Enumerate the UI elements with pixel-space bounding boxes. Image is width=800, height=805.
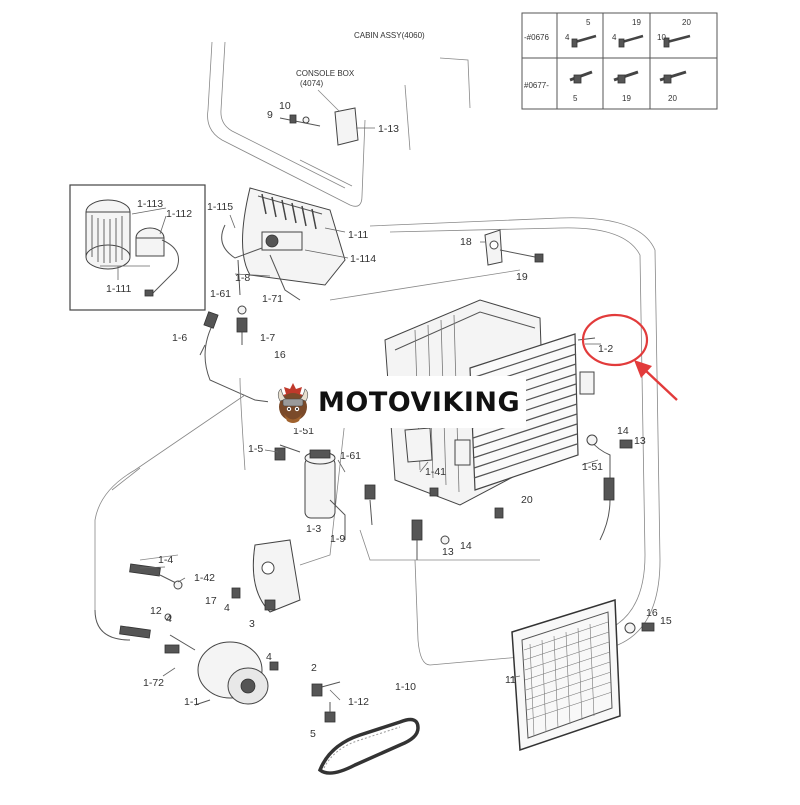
cabin-assy-label: CABIN ASSY(4060) — [354, 31, 425, 40]
console-bracket — [279, 107, 359, 146]
callout-label: 1-61 — [210, 288, 231, 300]
table-cell-label: 10 — [657, 33, 666, 42]
callout-label: 1-12 — [348, 696, 369, 708]
callout-label: 20 — [521, 494, 533, 506]
callout-label: 4 — [166, 613, 172, 625]
receiver-drier — [274, 444, 376, 540]
console-box-label: CONSOLE BOX — [296, 69, 355, 78]
condenser-grille — [511, 598, 655, 752]
callout-label: 1-51 — [293, 425, 314, 437]
leader-lines — [100, 127, 601, 701]
callout-label: 10 — [279, 100, 291, 112]
side-fittings — [404, 427, 633, 560]
callout-label: 1-11 — [348, 229, 368, 241]
callout-label: 4 — [224, 602, 230, 614]
callout-label: 1-113 — [137, 198, 163, 210]
reference-table: -#0676 #0677- 4 5 4 19 10 20 5 19 20 — [521, 12, 718, 110]
table-row-2-code: #0677- — [524, 81, 549, 90]
nut-fitting-icon — [613, 70, 639, 84]
callout-label: 5 — [310, 728, 316, 740]
bolt-icon — [618, 34, 644, 48]
hose-fittings-upper — [199, 305, 271, 403]
callout-label: 1-112 — [166, 208, 192, 220]
callout-label: 12 — [150, 605, 162, 617]
brand-watermark: MOTOVIKING — [268, 376, 527, 428]
bolt-icon — [571, 34, 597, 48]
bolt-icon — [663, 34, 691, 48]
table-cell-label: 4 — [565, 33, 570, 42]
callout-label-highlighted: 1-2 — [598, 343, 613, 355]
console-box-code: (4074) — [300, 79, 323, 88]
callout-label: 11 — [505, 674, 516, 686]
compressor — [164, 539, 301, 706]
callout-label: 18 — [460, 236, 472, 248]
callout-label: 1-115 — [207, 201, 233, 213]
upper-bracket — [484, 229, 544, 266]
nut-fitting-icon — [569, 70, 593, 84]
brand-name: MOTOVIKING — [318, 386, 521, 418]
callout-label: 16 — [646, 607, 658, 619]
callout-label: 1-51 — [582, 461, 603, 473]
table-cell-label: 5 — [586, 18, 591, 27]
callout-label: 19 — [516, 271, 528, 283]
table-cell-label: 19 — [632, 18, 641, 27]
inset-filter-box — [69, 184, 206, 311]
nut-fitting-icon — [659, 70, 687, 84]
callout-label: 1-114 — [350, 253, 376, 265]
callout-label: 1-7 — [260, 332, 275, 344]
callout-label: 1-1 — [184, 696, 199, 708]
table-cell-label: 20 — [668, 94, 677, 103]
callout-label: 9 — [267, 109, 273, 121]
callout-label: 13 — [442, 546, 454, 558]
callout-label: 16 — [274, 349, 286, 361]
callout-label: 13 — [634, 435, 646, 447]
callout-label: 3 — [249, 618, 255, 630]
callout-label: 14 — [617, 425, 629, 437]
callout-label: 1-9 — [330, 533, 345, 545]
machine-body-outline — [94, 217, 661, 666]
drive-belt — [317, 717, 420, 775]
table-cell-label: 20 — [682, 18, 691, 27]
callout-label: 2 — [311, 662, 317, 674]
callout-label: 1-72 — [143, 677, 164, 689]
callout-label: 1-42 — [194, 572, 215, 584]
callout-label: 4 — [266, 651, 272, 663]
callout-label: 1-13 — [378, 123, 399, 135]
callout-label: 1-8 — [235, 272, 250, 284]
viking-logo-icon — [277, 383, 309, 423]
table-cell-label: 4 — [612, 33, 617, 42]
callout-label: 1-41 — [425, 466, 446, 478]
table-cell-label: 19 — [622, 94, 631, 103]
hose-fittings-lower — [94, 563, 341, 723]
callout-label: 14 — [460, 540, 472, 552]
callout-label: 1-5 — [248, 443, 263, 455]
callout-label: 1-6 — [172, 332, 187, 344]
cabin-outline: CABIN ASSY(4060) CONSOLE BOX (4074) — [207, 31, 471, 207]
callout-label: 1-4 — [158, 554, 173, 566]
callout-label: 1-10 — [395, 681, 416, 693]
table-cell-label: 5 — [573, 94, 578, 103]
callout-labels: 1-13 10 9 1-113 1-112 1-111 1-115 1-11 1… — [106, 100, 672, 740]
table-row-1-code: -#0676 — [524, 33, 549, 42]
callout-label: 1-3 — [306, 523, 321, 535]
highlight-annotation — [581, 313, 678, 401]
callout-label: 15 — [660, 615, 672, 627]
blower-unit — [221, 187, 346, 301]
callout-label: 1-71 — [262, 293, 283, 305]
callout-label: 1-111 — [106, 283, 131, 295]
callout-label: 1-61 — [340, 450, 361, 462]
callout-label: 17 — [205, 595, 217, 607]
